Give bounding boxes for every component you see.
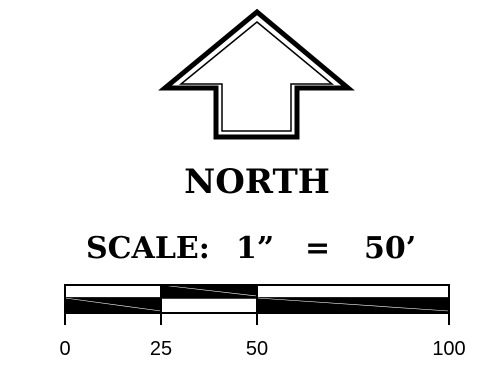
scale-bar-segment-top-1 [64,284,162,299]
scale-tick-label-50: 50 [246,338,268,360]
scale-feet: 50’ [364,231,416,266]
scale-prefix: SCALE: [86,231,210,266]
scale-inches: 1” [236,231,274,266]
north-arrow-icon [158,8,355,140]
north-label: NORTH [184,162,330,202]
scale-tick-label-0: 0 [59,338,70,360]
scale-bar-segment-top-3 [256,284,450,299]
scale-bar-segment-bottom-2 [160,297,258,314]
scale-equals: = [305,231,330,266]
scale-statement: SCALE: 1” = 50’ [86,231,416,266]
scale-tick-labels: 0 25 50 100 [59,338,465,360]
scale-bar [64,284,450,325]
scale-tick-label-100: 100 [432,338,465,360]
scale-tick-label-25: 25 [150,338,172,360]
